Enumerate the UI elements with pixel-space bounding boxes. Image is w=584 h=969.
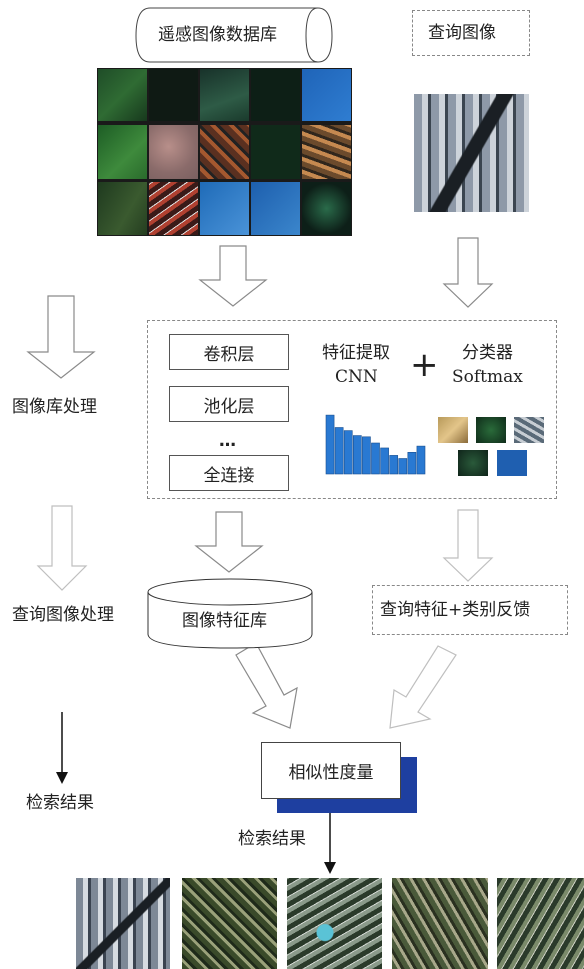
arrow-to-feature-db (194, 511, 264, 573)
query-image (414, 94, 529, 212)
feature-bar (398, 458, 408, 475)
db-tile (98, 125, 147, 179)
feature-bar (389, 455, 399, 475)
db-tile (200, 69, 249, 121)
query-image-label: 查询图像 (428, 23, 496, 43)
class-thumb (514, 417, 544, 443)
db-tile (302, 69, 351, 121)
ellipsis: … (219, 431, 236, 451)
feature-bar (352, 435, 362, 475)
feature-bar (334, 427, 344, 475)
db-tile (200, 182, 249, 235)
feature-bar (407, 451, 417, 475)
conv-layer-label: 卷积层 (203, 344, 255, 365)
arrow-db-down (198, 245, 268, 307)
class-thumb (497, 450, 527, 476)
db-tile (98, 182, 147, 235)
feature-bar (380, 447, 389, 475)
db-tile (149, 182, 198, 235)
arrow-query-down (442, 237, 494, 308)
feature-extract-title: 特征提取 (322, 343, 390, 363)
db-processing-label: 图像库处理 (12, 397, 97, 417)
arrow-featuredb-to-similarity (235, 642, 298, 729)
class-thumb (458, 450, 488, 476)
pool-layer-box: 池化层 (169, 386, 289, 422)
plus-sign: + (410, 345, 439, 385)
db-tile (149, 125, 198, 179)
query-processing-label: 查询图像处理 (12, 605, 114, 625)
query-feedback-box (372, 585, 568, 635)
pool-layer-label: 池化层 (203, 396, 255, 417)
db-tile (149, 69, 198, 121)
conv-layer-box: 卷积层 (169, 334, 289, 370)
query-feedback-label: 查询特征+类别反馈 (380, 600, 531, 620)
db-tile (200, 125, 249, 179)
similarity-box: 相似性度量 (261, 742, 401, 799)
db-tile (98, 69, 147, 121)
retrieval-result-center-label: 检索结果 (238, 829, 306, 849)
cnn-block (147, 320, 557, 499)
database-label: 遥感图像数据库 (158, 25, 277, 45)
db-tile (251, 125, 300, 179)
similarity-label: 相似性度量 (288, 763, 374, 783)
feature-db-label: 图像特征库 (182, 611, 267, 631)
arrow-feedback-to-similarity (389, 645, 457, 729)
feature-bars (325, 414, 426, 475)
class-thumb (438, 417, 468, 443)
arrow-db-processing (26, 295, 96, 379)
db-tile (251, 182, 300, 235)
result-image (287, 878, 382, 969)
feature-bar (362, 436, 371, 475)
query-image-box (412, 10, 530, 56)
class-thumb (476, 417, 506, 443)
database-mosaic (97, 68, 352, 236)
classifier-subtitle: Softmax (452, 367, 523, 387)
db-tile (251, 69, 300, 121)
feature-extract-subtitle: CNN (335, 367, 378, 387)
feature-bar (343, 430, 353, 475)
result-image (182, 878, 277, 969)
result-image (76, 878, 170, 969)
fc-layer-box: 全连接 (169, 455, 289, 491)
arrow-query-processing (36, 505, 88, 591)
result-image (392, 878, 488, 969)
classifier-title: 分类器 (462, 343, 513, 363)
feature-bar (325, 414, 335, 475)
result-image (497, 878, 584, 969)
arrow-to-query-feedback (442, 509, 494, 582)
feature-bar (416, 445, 426, 475)
feature-bar (371, 442, 380, 475)
fc-layer-label: 全连接 (203, 465, 255, 486)
db-tile (302, 125, 351, 179)
database-cylinder (135, 7, 333, 63)
db-tile (302, 182, 351, 235)
retrieval-result-left-label: 检索结果 (26, 793, 94, 813)
